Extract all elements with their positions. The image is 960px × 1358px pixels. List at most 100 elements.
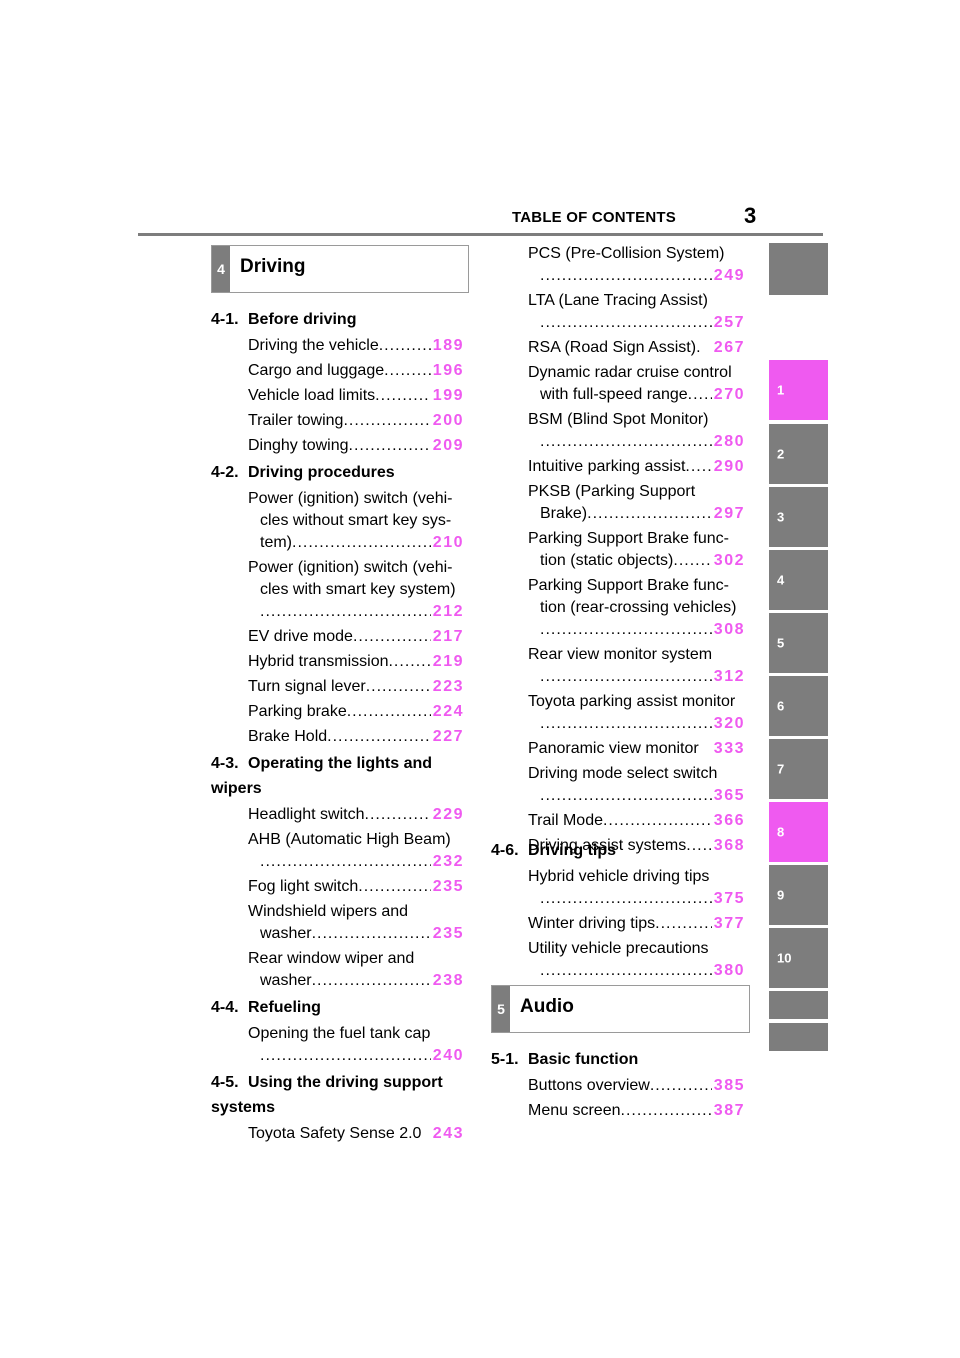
chapter-tab[interactable]: 7 (769, 739, 828, 799)
page-link[interactable]: 366 (713, 812, 745, 829)
toc-entry[interactable]: EV drive mode217 (211, 626, 464, 648)
leader-dots (343, 410, 430, 432)
page-link[interactable]: 224 (432, 703, 464, 720)
leader-dots (540, 619, 712, 641)
page-link[interactable]: 210 (432, 534, 464, 551)
page-link[interactable]: 377 (713, 915, 745, 932)
chapter-tab[interactable]: 2 (769, 424, 828, 484)
page-link[interactable]: 267 (713, 339, 745, 356)
chapter-tab[interactable]: 3 (769, 487, 828, 547)
page-link[interactable]: 238 (432, 972, 464, 989)
toc-entry[interactable]: Brake Hold227 (211, 726, 464, 748)
chapter-tab[interactable]: 9 (769, 865, 828, 925)
chapter-tab[interactable] (769, 243, 828, 295)
toc-entry[interactable]: Driving assist systems368 (491, 835, 745, 857)
toc-entry-text: Menu screen (528, 1102, 621, 1119)
page-link[interactable]: 196 (432, 362, 464, 379)
page-link[interactable]: 308 (713, 621, 745, 638)
page-link[interactable]: 235 (432, 925, 464, 942)
toc-entry[interactable]: Cargo and luggage196 (211, 360, 464, 382)
page-link[interactable]: 302 (713, 552, 745, 569)
page-link[interactable]: 235 (432, 878, 464, 895)
toc-entry[interactable]: Hybrid transmission219 (211, 651, 464, 673)
toc-entry[interactable]: Trailer towing200 (211, 410, 464, 432)
toc-entry[interactable]: AHB (Automatic High Beam) 232 (211, 829, 464, 873)
toc-entry[interactable]: Power (ignition) switch (vehi-cles witho… (211, 488, 464, 554)
page-link[interactable]: 280 (713, 433, 745, 450)
toc-entry[interactable]: Hybrid vehicle driving tips375 (491, 866, 745, 910)
chapter-tab[interactable]: 1 (769, 360, 828, 420)
page-link[interactable]: 227 (432, 728, 464, 745)
toc-group-number: 4-3. (211, 755, 239, 772)
page-link[interactable]: 270 (713, 386, 745, 403)
page-link[interactable]: 312 (713, 668, 745, 685)
toc-entry[interactable]: Driving mode select switch365 (491, 763, 745, 807)
page-link[interactable]: 232 (432, 853, 464, 870)
page-link[interactable]: 223 (432, 678, 464, 695)
chapter-tab[interactable]: 6 (769, 676, 828, 736)
toc-entry-text: washer (260, 925, 312, 942)
toc-entry[interactable]: Trail Mode366 (491, 810, 745, 832)
toc-entry[interactable]: Buttons overview 385 (491, 1075, 745, 1097)
page-link[interactable]: 200 (432, 412, 464, 429)
page-link[interactable]: 387 (713, 1102, 745, 1119)
toc-entry[interactable]: Fog light switch235 (211, 876, 464, 898)
toc-entry[interactable]: Headlight switch229 (211, 804, 464, 826)
page-link[interactable]: 199 (432, 387, 464, 404)
page-link[interactable]: 290 (713, 458, 745, 475)
toc-entry[interactable]: Vehicle load limits199 (211, 385, 464, 407)
page-link[interactable]: 297 (713, 505, 745, 522)
toc-entry[interactable]: BSM (Blind Spot Monitor)280 (491, 409, 745, 453)
page-link[interactable]: 240 (432, 1047, 464, 1064)
chapter-tab-label: 2 (777, 446, 785, 462)
toc-entry[interactable]: Turn signal lever223 (211, 676, 464, 698)
toc-entry[interactable]: Power (ignition) switch (vehi-cles with … (211, 557, 464, 623)
page-link[interactable]: 219 (432, 653, 464, 670)
page-link[interactable]: 375 (713, 890, 745, 907)
chapter-tab[interactable] (769, 1023, 828, 1051)
toc-entry[interactable]: Toyota parking assist monitor320 (491, 691, 745, 735)
page-link[interactable]: 368 (713, 837, 745, 854)
toc-entry[interactable]: PCS (Pre-Collision System)249 (491, 243, 745, 287)
page-link[interactable]: 385 (713, 1077, 745, 1094)
page-link[interactable]: 333 (713, 740, 745, 757)
toc-entry[interactable]: Utility vehicle precautions380 (491, 938, 745, 982)
toc-entry[interactable]: Rear view monitor system312 (491, 644, 745, 688)
page-link[interactable]: 257 (713, 314, 745, 331)
toc-entry[interactable]: Parking Support Brake func-tion (rear-cr… (491, 575, 745, 641)
toc-entry[interactable]: Menu screen 387 (491, 1100, 745, 1122)
chapter-tab[interactable]: 4 (769, 550, 828, 610)
toc-entry[interactable]: Dinghy towing209 (211, 435, 464, 457)
page-link[interactable]: 229 (432, 806, 464, 823)
chapter-tab[interactable]: 8 (769, 802, 828, 862)
page-link[interactable]: 320 (713, 715, 745, 732)
leader-dots (603, 810, 712, 832)
toc-entry[interactable]: Winter driving tips377 (491, 913, 745, 935)
toc-entry[interactable]: Parking brake224 (211, 701, 464, 723)
toc-entry-text: Buttons overview (528, 1077, 650, 1094)
toc-entry[interactable]: RSA (Road Sign Assist).267 (491, 337, 745, 359)
page-link[interactable]: 380 (713, 962, 745, 979)
page-link[interactable]: 212 (432, 603, 464, 620)
toc-entry[interactable]: Windshield wipers andwasher235 (211, 901, 464, 945)
chapter-tab[interactable]: 5 (769, 613, 828, 673)
page-link[interactable]: 365 (713, 787, 745, 804)
toc-entry[interactable]: LTA (Lane Tracing Assist)257 (491, 290, 745, 334)
toc-entry[interactable]: Parking Support Brake func-tion (static … (491, 528, 745, 572)
page-link[interactable]: 189 (432, 337, 464, 354)
toc-entry[interactable]: Intuitive parking assist290 (491, 456, 745, 478)
page-link[interactable]: 217 (432, 628, 464, 645)
page-link[interactable]: 209 (432, 437, 464, 454)
toc-entry[interactable]: Rear window wiper andwasher238 (211, 948, 464, 992)
chapter-tab[interactable]: 10 (769, 928, 828, 988)
page-link[interactable]: 249 (713, 267, 745, 284)
toc-entry[interactable]: Opening the fuel tank cap240 (211, 1023, 464, 1067)
toc-entry-text: AHB (Automatic High Beam) (248, 831, 451, 848)
page-link[interactable]: 243 (432, 1125, 464, 1142)
chapter-tab[interactable] (769, 991, 828, 1019)
toc-entry[interactable]: Driving the vehicle189 (211, 335, 464, 357)
